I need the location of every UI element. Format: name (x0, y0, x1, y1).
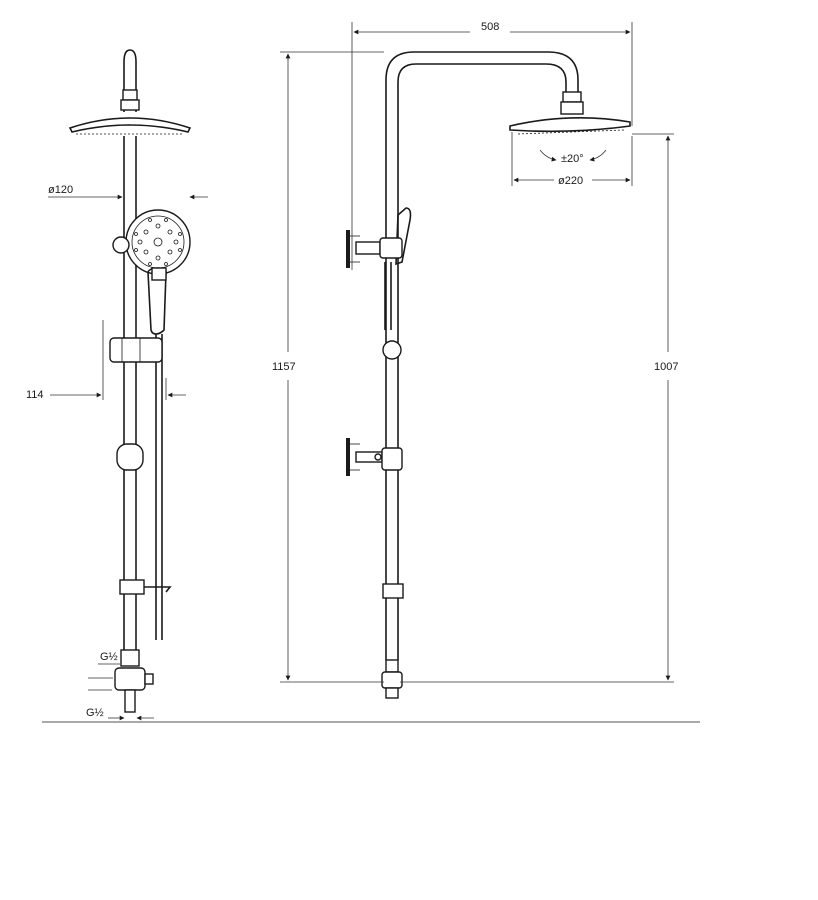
dim-side-head-diameter: ø120 (48, 184, 208, 200)
front-view: 508 1157 1007 ±20° (272, 21, 678, 699)
dim-bar-offset-label: 114 (26, 389, 44, 401)
dim-tilt-angle: ±20° (539, 149, 607, 165)
dim-arm-reach-label: 508 (481, 21, 499, 33)
side-view-hand-shower (125, 209, 191, 640)
dim-front-head-diameter: ø220 (511, 132, 633, 187)
dim-thread-bottom-label: G½ (86, 707, 104, 719)
side-view-lower-clip (119, 579, 172, 595)
front-view-lower-clip (382, 583, 404, 599)
side-view-rain-head (68, 117, 192, 135)
side-view: ø120 114 G½ G½ (26, 49, 700, 723)
dim-bar-offset: 114 (26, 320, 186, 401)
front-view-diverter (381, 659, 403, 699)
front-view-riser-arm (385, 51, 584, 660)
dim-total-height: 1157 (272, 51, 384, 683)
front-view-upper-wall-mount (346, 230, 403, 268)
dim-thread-bottom: G½ (86, 689, 154, 721)
dim-side-head-diameter-label: ø120 (48, 184, 73, 196)
front-view-lower-wall-mount (346, 438, 403, 476)
front-view-hand-shower (384, 207, 412, 330)
side-view-top-pipe (120, 49, 140, 112)
front-view-slider (382, 340, 402, 360)
dim-total-height-label: 1157 (272, 361, 296, 373)
side-view-diverter (114, 649, 154, 713)
dim-head-height-label: 1007 (654, 361, 678, 373)
side-view-wall-bracket (116, 443, 144, 471)
dim-thread-top-label: G½ (100, 651, 118, 663)
dim-head-height: 1007 (400, 133, 678, 683)
dim-tilt-angle-label: ±20° (561, 153, 584, 165)
dim-thread-top: G½ (88, 651, 120, 679)
dim-front-head-diameter-label: ø220 (558, 175, 583, 187)
side-view-slide-bracket (109, 337, 163, 363)
front-view-rain-head (509, 117, 631, 135)
side-view-upper-holder (112, 236, 130, 254)
dim-arm-reach: 508 (351, 21, 633, 270)
